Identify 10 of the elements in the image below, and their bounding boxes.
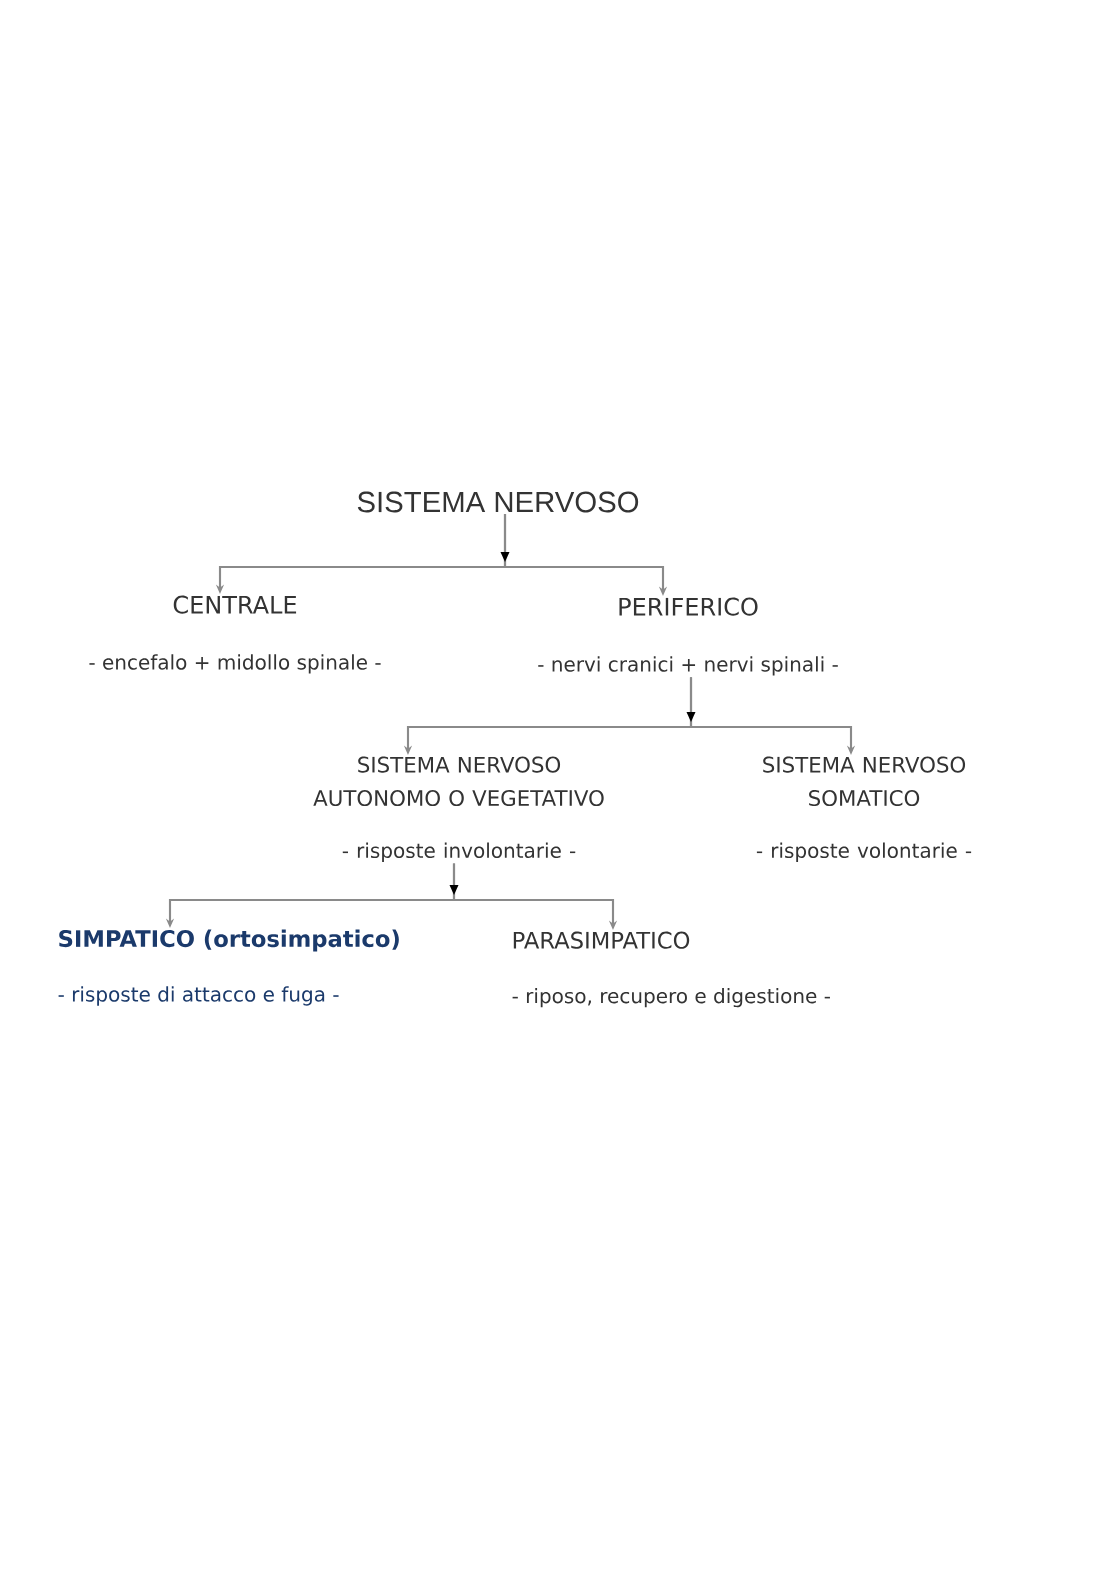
arrowhead — [449, 885, 459, 895]
category-text: CENTRALE - encefalo + midollo spinale - — [89, 595, 381, 674]
category-text: SISTEMA NERVOSO SOMATICO - risposte volontarie - — [756, 756, 972, 862]
category-text: PERIFERICO - nervi cranici + nervi spinali - — [538, 597, 838, 676]
arrowhead — [500, 552, 510, 562]
category-text: SIMPATICO (ortosimpatico) - risposte di attacco e fuga - — [58, 929, 399, 1006]
arrowhead — [686, 712, 696, 722]
title-text: SISTEMA NERVOSO — [357, 491, 639, 513]
category-text: PARASIMPATICO - riposo, recupero e digestione - — [512, 931, 830, 1008]
category-text: SISTEMA NERVOSO AUTONOMO O VEGETATIVO - risposte involontarie - — [313, 756, 604, 862]
